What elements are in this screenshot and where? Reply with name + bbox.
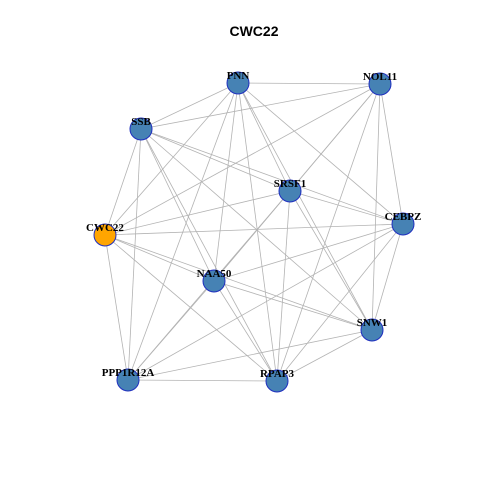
node-layer: [93, 71, 415, 393]
node-label-ppp1r12a: PPP1R12A: [102, 367, 155, 379]
node-nol11[interactable]: [368, 72, 392, 96]
node-rpap3[interactable]: [265, 369, 289, 393]
edge-srsf1-cwc22: [104, 190, 291, 236]
edge-naa50-ppp1r12a: [127, 280, 215, 381]
node-label-ssb: SSB: [131, 116, 151, 128]
edge-nol11-snw1: [371, 83, 381, 331]
node-label-pnn: PNN: [227, 70, 250, 82]
edge-cwc22-snw1: [104, 234, 373, 331]
edge-ssb-naa50: [140, 128, 215, 282]
edge-pnn-ppp1r12a: [127, 82, 239, 381]
node-pnn[interactable]: [226, 71, 250, 95]
edge-cebpz-ppp1r12a: [127, 223, 404, 381]
node-cwc22[interactable]: [93, 223, 117, 247]
node-cebpz[interactable]: [391, 212, 415, 236]
edge-pnn-rpap3: [237, 82, 278, 382]
edge-cebpz-rpap3: [276, 223, 404, 382]
edge-pnn-naa50: [213, 82, 239, 282]
edge-ssb-rpap3: [140, 128, 278, 382]
node-label-naa50: NAA50: [197, 268, 232, 280]
edge-naa50-snw1: [213, 280, 373, 331]
node-label-cwc22: CWC22: [86, 222, 124, 234]
edge-nol11-ssb: [140, 83, 381, 130]
edge-cebpz-naa50: [213, 223, 404, 282]
edge-cwc22-naa50: [104, 234, 215, 282]
edge-ppp1r12a-rpap3: [127, 379, 278, 382]
node-label-nol11: NOL11: [363, 71, 397, 83]
edge-cwc22-ppp1r12a: [104, 234, 129, 381]
edge-ssb-cwc22: [104, 128, 142, 236]
edge-srsf1-rpap3: [276, 190, 291, 382]
edge-srsf1-cebpz: [289, 190, 404, 225]
node-ssb[interactable]: [129, 117, 153, 141]
edge-pnn-nol11: [237, 82, 381, 85]
edge-pnn-srsf1: [237, 82, 291, 192]
edge-snw1-rpap3: [276, 329, 373, 382]
edge-ssb-ppp1r12a: [127, 128, 142, 381]
edge-snw1-ppp1r12a: [127, 329, 373, 381]
edge-ssb-srsf1: [140, 128, 291, 192]
node-label-srsf1: SRSF1: [274, 178, 306, 190]
edge-nol11-cebpz: [379, 83, 404, 225]
edge-cebpz-cwc22: [104, 223, 404, 236]
edge-ssb-cebpz: [140, 128, 404, 225]
node-label-rpap3: RPAP3: [260, 368, 295, 380]
node-ppp1r12a[interactable]: [116, 368, 140, 392]
edge-naa50-rpap3: [213, 280, 278, 382]
edge-pnn-cebpz: [237, 82, 404, 225]
edge-srsf1-snw1: [289, 190, 373, 331]
edge-nol11-cwc22: [104, 83, 381, 236]
node-snw1[interactable]: [360, 318, 384, 342]
node-srsf1[interactable]: [278, 179, 302, 203]
edge-nol11-rpap3: [276, 83, 381, 382]
edge-pnn-cwc22: [104, 82, 239, 236]
edge-cebpz-snw1: [371, 223, 404, 331]
node-naa50[interactable]: [202, 269, 226, 293]
node-label-snw1: SNW1: [357, 317, 388, 329]
edge-pnn-ssb: [140, 82, 239, 130]
node-label-cebpz: CEBPZ: [385, 211, 422, 223]
edge-pnn-snw1: [237, 82, 373, 331]
graph-title: CWC22: [229, 23, 278, 39]
